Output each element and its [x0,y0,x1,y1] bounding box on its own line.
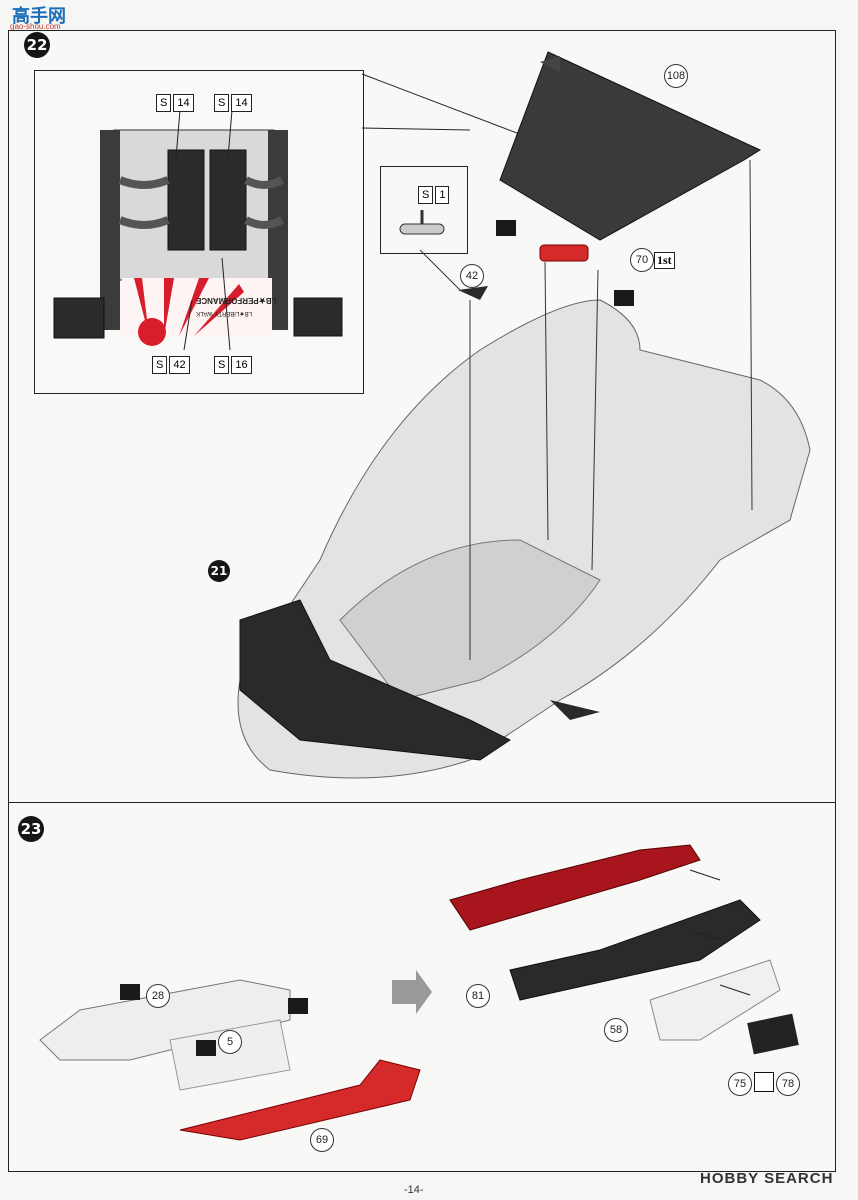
page-number: -14- [404,1184,424,1196]
part-42-label: 42 [460,264,484,288]
mirror-inset [380,166,468,254]
part-5-label: 5 [218,1030,242,1054]
glue-icon-1 [496,220,516,236]
rising-sun-decal [134,278,244,346]
part-75-label: 75 [728,1072,752,1096]
part-78-label: 78 [776,1072,800,1096]
part-28-label: 28 [146,984,170,1008]
part-81-label: 81 [466,984,490,1008]
part-70-label: 70 [630,248,654,272]
glue-icon-5 [288,998,308,1014]
step-23-number: 23 [18,816,44,842]
watermark-title: 高手网 [12,6,66,27]
glue-icon-4 [196,1040,216,1056]
step-22-number: 22 [24,32,50,58]
part-108-label: 108 [664,64,688,88]
brand-watermark: HOBBY SEARCH [700,1170,834,1187]
mirror-drawing [399,210,445,235]
watermark-url: gao-shou.com [10,22,61,31]
badge-1st: 1st [654,252,675,269]
engine-bay-drawing [53,109,343,351]
glue-icon-2 [614,290,634,306]
part-58-label: 58 [604,1018,628,1042]
part-69-label: 69 [310,1128,334,1152]
cement-icon [754,1072,774,1092]
glue-icon-3 [120,984,140,1000]
watermark-logo: 高手网 gao-shou.com [6,2,76,36]
marker-21: 21 [208,560,230,582]
